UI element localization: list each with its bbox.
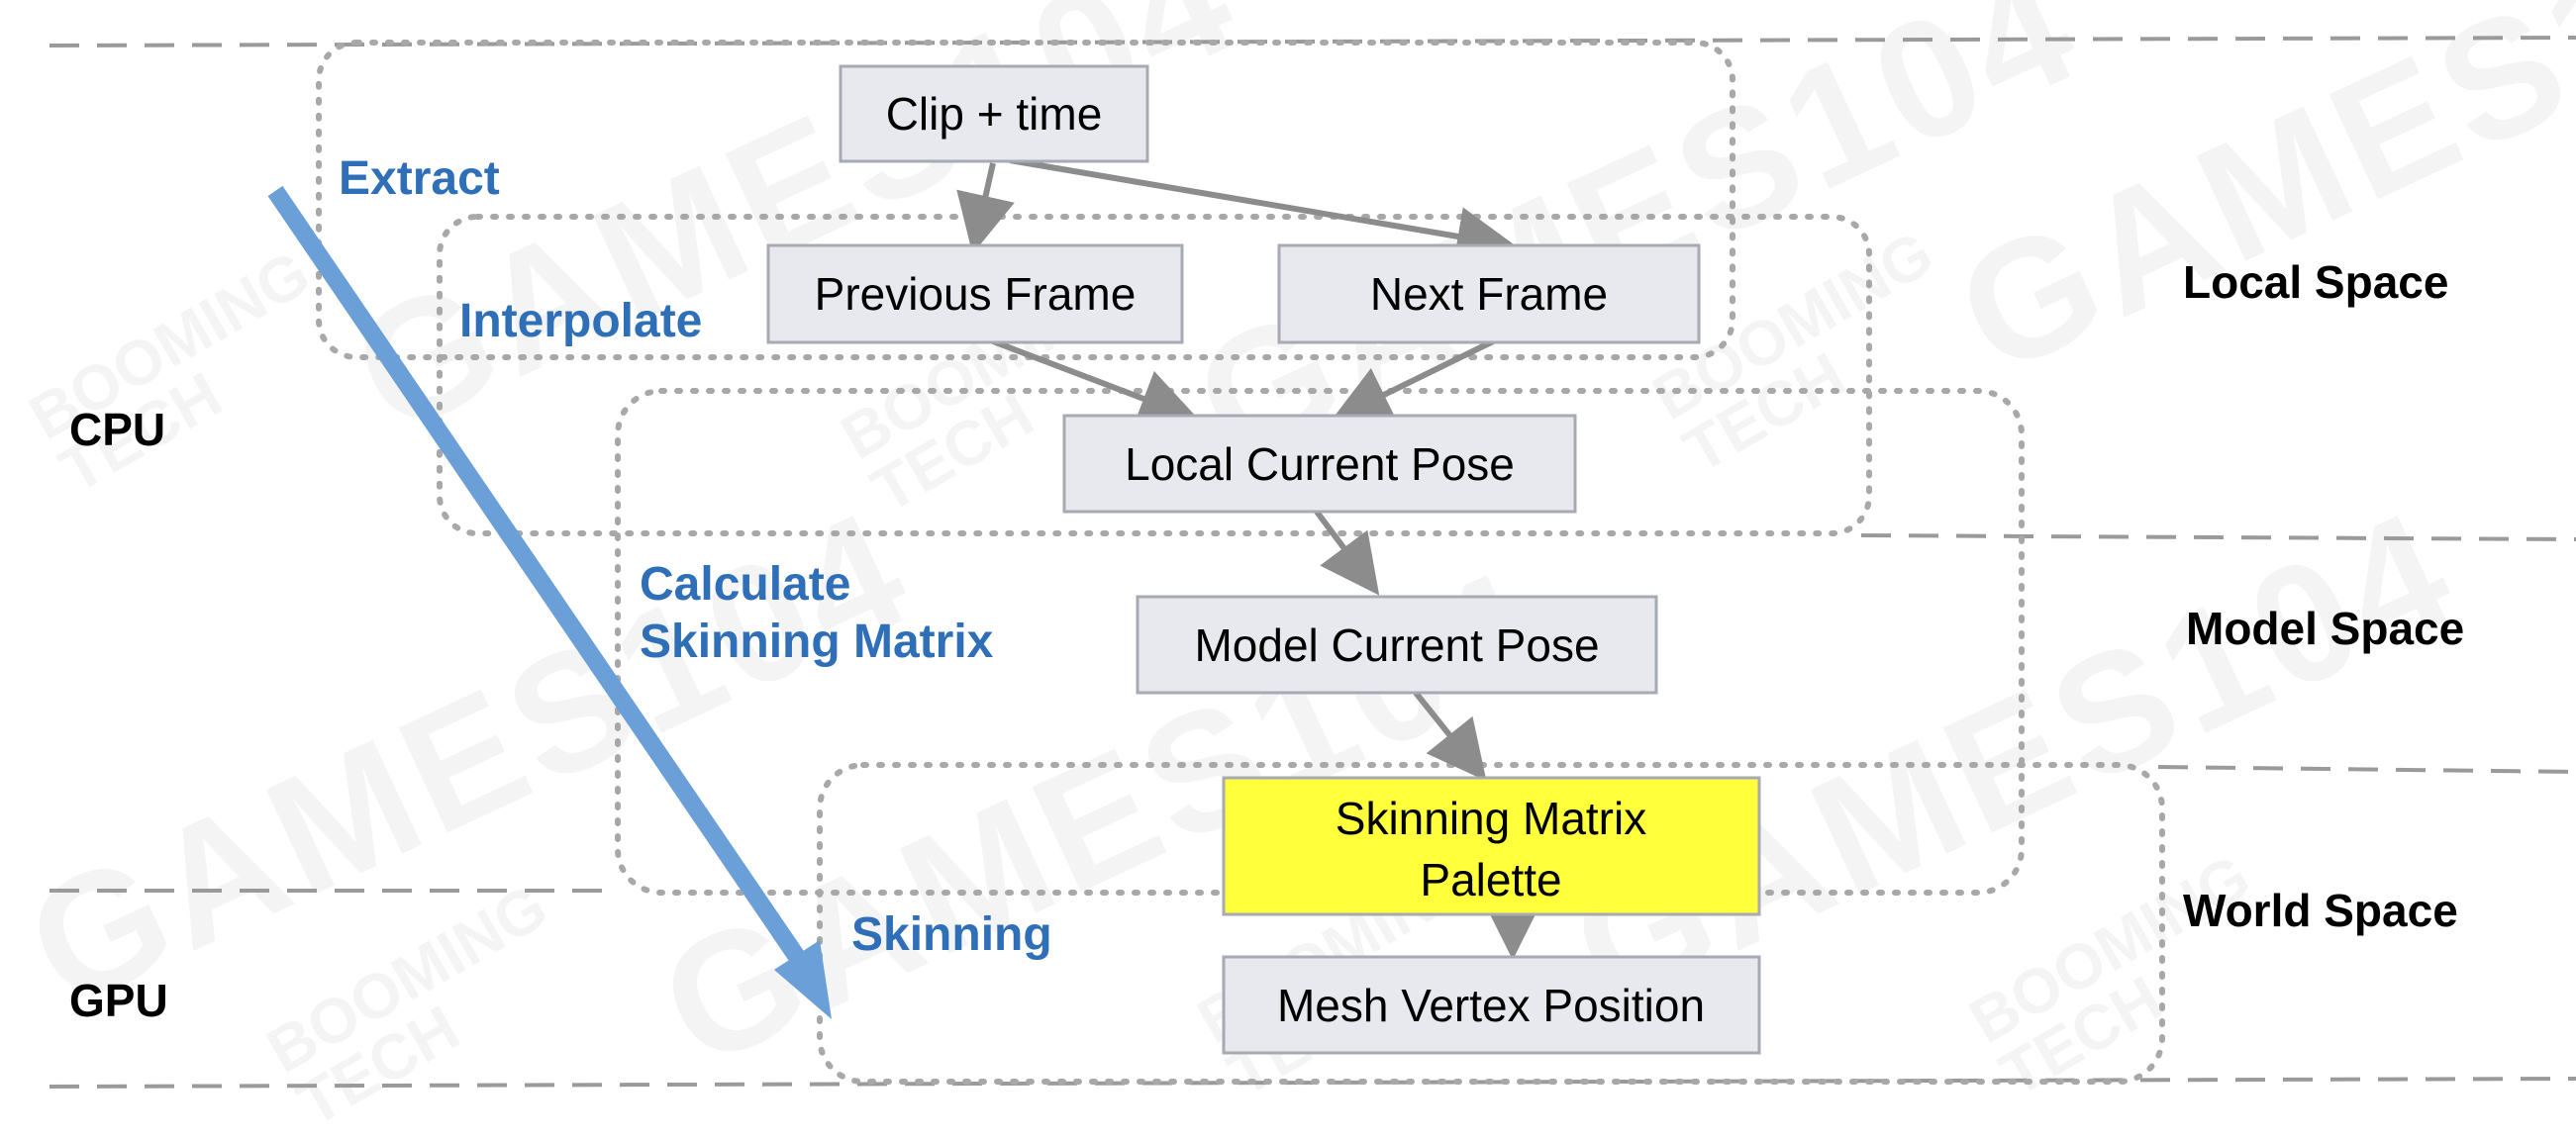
- space-label-model: Model Space: [2186, 603, 2464, 654]
- stage-label-interpolate: Interpolate: [459, 295, 702, 347]
- node-clip-time: Clip + time: [839, 64, 1149, 163]
- arrow-model-to-palette: [1413, 691, 1487, 782]
- stage-regions: [316, 40, 2165, 1085]
- separator-model-world: [2157, 765, 2576, 774]
- region-interpolate: [437, 214, 1872, 536]
- separator-top: [49, 36, 2576, 48]
- cpu-gpu-flow-arrow: [267, 185, 832, 1019]
- stage-label-extract: Extract: [339, 152, 500, 205]
- processor-labels: CPU GPU: [69, 404, 168, 1026]
- skinning-pipeline-diagram: Clip + time Previous Frame Next Frame Lo…: [49, 36, 2576, 1089]
- node-mesh-vertex-position: Mesh Vertex Position: [1222, 955, 1761, 1055]
- node-local-current-pose-label: Local Current Pose: [1125, 438, 1515, 490]
- region-skinning: [817, 762, 2165, 1085]
- region-extract: [316, 40, 1735, 360]
- stage-label-skinning: Skinning: [851, 908, 1052, 961]
- stage-label-calculate-line1: Calculate: [640, 558, 850, 611]
- node-skinning-matrix-palette-line1: Skinning Matrix: [1336, 793, 1646, 844]
- arrow-previous-to-local: [991, 338, 1200, 427]
- node-next-frame-label: Next Frame: [1370, 268, 1608, 320]
- node-next-frame: Next Frame: [1277, 243, 1701, 344]
- stage-label-calculate-line2: Skinning Matrix: [640, 616, 994, 668]
- node-skinning-matrix-palette-line2: Palette: [1420, 854, 1561, 905]
- node-model-current-pose: Model Current Pose: [1136, 595, 1658, 695]
- arrow-local-to-model: [1314, 510, 1380, 596]
- node-clip-time-label: Clip + time: [886, 88, 1103, 140]
- space-labels: Local Space Model Space World Space: [2183, 256, 2464, 936]
- node-skinning-matrix-palette: Skinning Matrix Palette: [1222, 776, 1761, 916]
- processor-label-cpu: CPU: [69, 404, 165, 455]
- node-model-current-pose-label: Model Current Pose: [1194, 619, 1599, 671]
- arrow-next-to-local: [1331, 338, 1495, 422]
- node-previous-frame-label: Previous Frame: [815, 268, 1137, 320]
- separator-local-model: [1860, 533, 2576, 541]
- node-local-current-pose: Local Current Pose: [1062, 414, 1577, 514]
- space-label-world: World Space: [2183, 885, 2458, 936]
- stage-labels: Extract Interpolate Calculate Skinning M…: [339, 152, 1052, 961]
- arrow-clip-to-previous: [956, 162, 1015, 254]
- processor-label-gpu: GPU: [69, 975, 168, 1026]
- arrow-clip-to-next: [1009, 157, 1517, 266]
- node-previous-frame: Previous Frame: [766, 243, 1184, 344]
- flow-arrows: [956, 157, 1542, 960]
- node-mesh-vertex-position-label: Mesh Vertex Position: [1277, 980, 1705, 1031]
- space-label-local: Local Space: [2183, 256, 2448, 308]
